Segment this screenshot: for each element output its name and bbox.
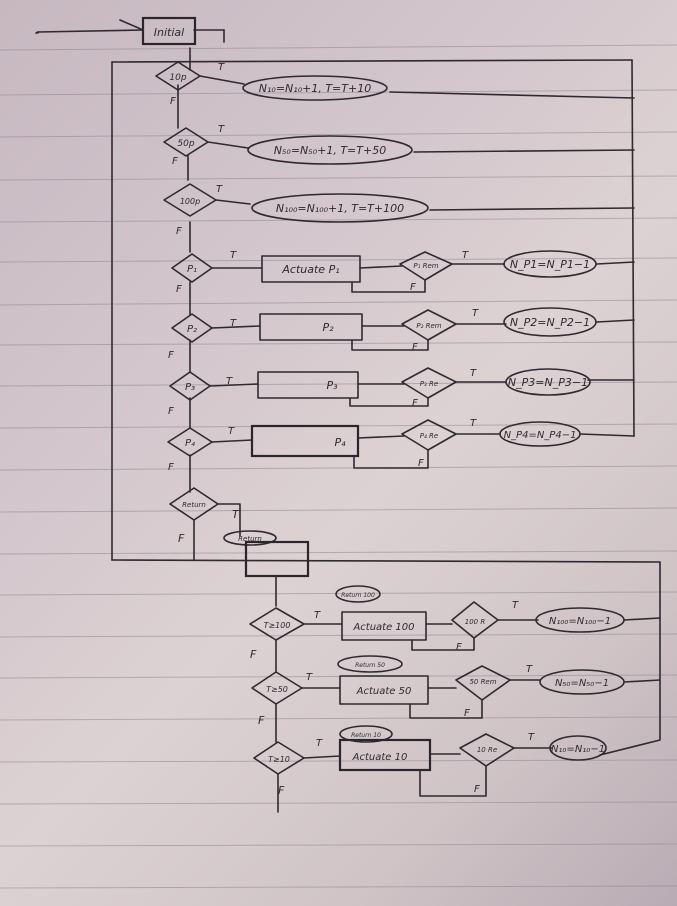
check-true-label: T <box>462 250 469 261</box>
false-label: F <box>168 462 174 473</box>
action-label: N_P4=N_P4−1 <box>504 430 577 441</box>
false-label: F <box>250 648 257 661</box>
check-true-label: T <box>472 308 479 319</box>
loop-label: F <box>412 398 418 409</box>
loop-label: F <box>412 342 418 353</box>
decision-label: 100p <box>180 197 200 206</box>
check-label: P₂ Rem <box>416 322 441 330</box>
true-label: T <box>226 376 233 387</box>
check-label: 50 Rem <box>469 678 496 686</box>
decision-label: 10p <box>169 73 186 83</box>
change-check-100: T≥100 T F Return 100 Actuate 100 100 R F… <box>249 585 661 661</box>
check-true-label: T <box>470 368 477 379</box>
product-check-p4: P₄ T F P₄ P₄ Re F T N_P4=N_P4−1 <box>167 418 581 473</box>
product-check-p3: P₃ T F P₃ P₃ Re F T N_P3=N_P3−1 <box>168 367 591 417</box>
decision-label: P₁ <box>187 264 197 275</box>
start-label: Initial <box>154 26 184 39</box>
loop-label: F <box>474 784 480 795</box>
coin-check-100p: 100p T F N₁₀₀=N₁₀₀+1, T=T+100 <box>163 183 429 237</box>
loop-connectors <box>35 19 661 756</box>
decision-label: 50p <box>177 139 194 149</box>
loop-label: F <box>410 282 416 293</box>
process-label: Actuate 50 <box>356 686 412 697</box>
check-label: P₁ Rem <box>413 262 438 270</box>
true-label: T <box>230 318 237 329</box>
decision-label: Return <box>182 501 206 509</box>
action-label: N₁₀=N₁₀+1, T=T+10 <box>259 82 371 95</box>
start-node: Initial <box>141 16 197 46</box>
action-label: N₁₀₀=N₁₀₀−1 <box>549 616 611 627</box>
loop-label: F <box>464 708 470 719</box>
true-label: T <box>216 184 223 195</box>
process-label: P₄ <box>334 436 346 449</box>
false-label: F <box>170 96 176 107</box>
true-label: T <box>228 426 235 437</box>
action-label: N_P3=N_P3−1 <box>508 376 588 389</box>
change-check-10: T≥10 T F Return 10 Actuate 10 10 Re F T … <box>253 703 607 813</box>
action-label: N_P1=N_P1−1 <box>510 258 590 271</box>
true-label: T <box>232 508 240 521</box>
decision-label: P₄ <box>185 438 195 449</box>
false-label: F <box>178 532 185 545</box>
decision-label: T≥100 <box>264 621 291 630</box>
true-label: T <box>218 124 225 135</box>
product-check-p1: P₁ T F Actuate P₁ P₁ Rem F T N_P1=N_P1−1 <box>171 250 597 295</box>
check-label: P₄ Re <box>420 432 438 440</box>
decision-label: P₃ <box>185 382 195 393</box>
false-label: F <box>172 156 178 167</box>
check-label: 100 R <box>465 618 486 626</box>
action-label: N_P2=N_P2−1 <box>510 316 590 329</box>
change-check-50: T≥50 T F Return 50 Actuate 50 50 Rem F T… <box>251 639 661 727</box>
false-label: F <box>168 350 174 361</box>
return-decision: Return T F Return <box>169 487 310 607</box>
true-label: T <box>230 250 237 261</box>
action-label: N₁₀=N₁₀−1 <box>551 744 605 755</box>
check-true-label: T <box>470 418 477 429</box>
return-note: Return 100 <box>341 592 375 599</box>
check-true-label: T <box>512 600 519 611</box>
product-check-p2: P₂ T F P₂ P₂ Rem F T N_P2=N_P2−1 <box>168 307 597 361</box>
false-label: F <box>176 226 182 237</box>
process-label: P₂ <box>322 321 334 334</box>
ruled-lines <box>0 44 677 889</box>
true-label: T <box>218 62 225 73</box>
false-label: F <box>258 714 265 727</box>
decision-label: P₂ <box>187 324 197 335</box>
process-label: Actuate 10 <box>352 752 408 763</box>
return-note: Return 10 <box>351 732 381 739</box>
false-label: F <box>168 406 174 417</box>
check-true-label: T <box>526 664 533 675</box>
action-label: N₁₀₀=N₁₀₀+1, T=T+100 <box>276 202 404 215</box>
true-label: T <box>316 738 323 749</box>
action-label: N₅₀=N₅₀−1 <box>555 678 609 689</box>
false-label: F <box>176 284 182 295</box>
coin-check-10p: 10p T F N₁₀=N₁₀+1, T=T+10 <box>155 61 388 107</box>
false-label: F <box>278 784 285 797</box>
process-label: Actuate P₁ <box>281 263 339 276</box>
loop-label: F <box>456 642 462 653</box>
coin-check-50p: 50p T F N₅₀=N₅₀+1, T=T+50 <box>163 124 413 167</box>
check-true-label: T <box>528 732 535 743</box>
process-label: P₃ <box>326 379 338 392</box>
return-note: Return 50 <box>355 662 385 669</box>
true-label: T <box>306 672 313 683</box>
decision-label: T≥10 <box>268 755 290 764</box>
loop-label: F <box>418 458 424 469</box>
process-label: Actuate 100 <box>352 622 414 633</box>
check-label: P₃ Re <box>420 380 438 388</box>
return-note: Return <box>238 535 262 543</box>
true-label: T <box>314 610 321 621</box>
action-label: N₅₀=N₅₀+1, T=T+50 <box>274 144 386 157</box>
decision-label: T≥50 <box>266 685 288 694</box>
check-label: 10 Re <box>477 746 497 754</box>
